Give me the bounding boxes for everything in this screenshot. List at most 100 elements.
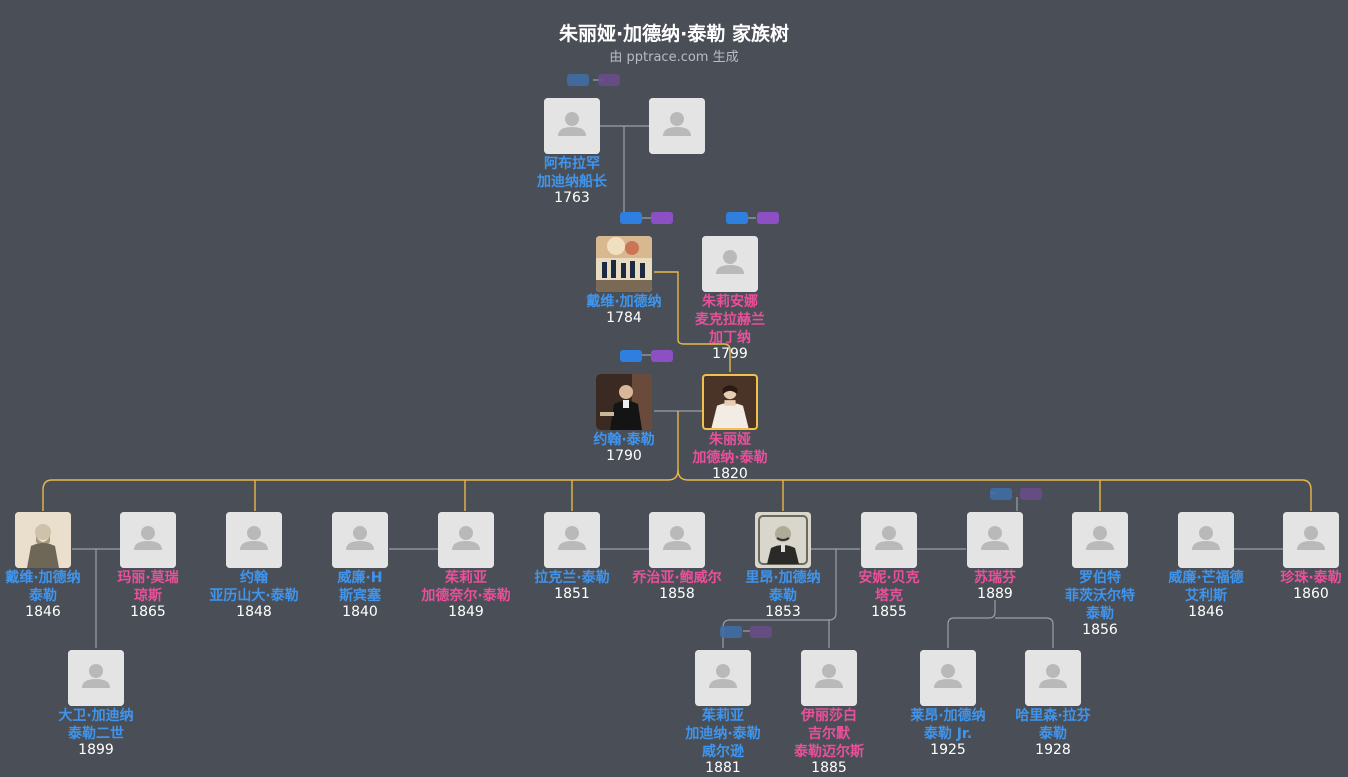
- person-name[interactable]: 茱莉亚: [445, 570, 487, 586]
- person-name[interactable]: 泰勒: [769, 588, 797, 604]
- person-name[interactable]: 约翰·泰勒: [593, 432, 655, 448]
- portrait-photo[interactable]: [15, 512, 71, 568]
- person-name[interactable]: 泰勒: [1039, 726, 1067, 742]
- expand-parents-button[interactable]: [1020, 488, 1042, 500]
- person-name[interactable]: 伊丽莎白: [801, 708, 857, 724]
- person-name[interactable]: 加丁纳: [709, 330, 751, 346]
- person-name[interactable]: 大卫·加迪纳: [58, 708, 134, 724]
- person-name[interactable]: 泰勒迈尔斯: [794, 744, 864, 760]
- person-card[interactable]: [617, 98, 737, 154]
- person-name[interactable]: 吉尔默: [808, 726, 850, 742]
- avatar-placeholder-icon[interactable]: [1283, 512, 1339, 568]
- person-name[interactable]: 泰勒: [1086, 606, 1114, 622]
- avatar-placeholder-icon[interactable]: [1072, 512, 1128, 568]
- person-name[interactable]: 珍珠·泰勒: [1280, 570, 1342, 586]
- person-name[interactable]: 莱昂·加德纳: [910, 708, 986, 724]
- person-name[interactable]: 麦克拉赫兰: [695, 312, 765, 328]
- person-name[interactable]: 拉克兰·泰勒: [534, 570, 610, 586]
- person-name[interactable]: 塔克: [875, 588, 903, 604]
- person-name[interactable]: 菲茨沃尔特: [1065, 588, 1135, 604]
- person-name[interactable]: 戴维·加德纳: [586, 294, 662, 310]
- expand-parents-button[interactable]: [726, 212, 748, 224]
- person-name[interactable]: 泰勒二世: [68, 726, 124, 742]
- person-name[interactable]: 朱丽娅: [709, 432, 751, 448]
- expand-parents-button[interactable]: [757, 212, 779, 224]
- avatar-placeholder-icon[interactable]: [120, 512, 176, 568]
- avatar-placeholder-icon[interactable]: [649, 512, 705, 568]
- avatar-placeholder-icon[interactable]: [649, 98, 705, 154]
- person-name[interactable]: 里昂·加德纳: [745, 570, 821, 586]
- avatar-placeholder-icon[interactable]: [438, 512, 494, 568]
- avatar-placeholder-icon[interactable]: [801, 650, 857, 706]
- person-name[interactable]: 加德纳·泰勒: [692, 450, 768, 466]
- person-name[interactable]: 威廉·H: [337, 570, 383, 586]
- person-name[interactable]: 威廉·芒福德: [1168, 570, 1244, 586]
- person-name[interactable]: 泰勒: [29, 588, 57, 604]
- expand-parents-button[interactable]: [651, 212, 673, 224]
- avatar-placeholder-icon[interactable]: [1178, 512, 1234, 568]
- person-name[interactable]: 加迪纳·泰勒: [685, 726, 761, 742]
- person-name[interactable]: 苏瑞芬: [974, 570, 1016, 586]
- person-name[interactable]: 斯宾塞: [339, 588, 381, 604]
- portrait-photo[interactable]: [596, 374, 652, 430]
- person-name[interactable]: 泰勒 Jr.: [923, 726, 973, 742]
- person-name[interactable]: 琼斯: [134, 588, 162, 604]
- portrait-photo[interactable]: [596, 236, 652, 292]
- person-card[interactable]: 莱昂·加德纳泰勒 Jr.1925: [888, 650, 1008, 759]
- person-name[interactable]: 茱莉亚: [702, 708, 744, 724]
- expand-parents-button[interactable]: [620, 350, 642, 362]
- avatar-placeholder-icon[interactable]: [332, 512, 388, 568]
- avatar-placeholder-icon[interactable]: [544, 512, 600, 568]
- expand-parents-button[interactable]: [620, 212, 642, 224]
- portrait-photo[interactable]: [702, 374, 758, 430]
- avatar-placeholder-icon[interactable]: [226, 512, 282, 568]
- expand-parents-button[interactable]: [567, 74, 589, 86]
- avatar-placeholder-icon[interactable]: [967, 512, 1023, 568]
- person-name[interactable]: 戴维·加德纳: [5, 570, 81, 586]
- avatar-placeholder-icon[interactable]: [695, 650, 751, 706]
- person-name[interactable]: 阿布拉罕: [544, 156, 600, 172]
- avatar-placeholder-icon[interactable]: [861, 512, 917, 568]
- person-name[interactable]: 乔治亚·鲍威尔: [632, 570, 722, 586]
- avatar-placeholder-icon[interactable]: [702, 236, 758, 292]
- expand-parents-button[interactable]: [990, 488, 1012, 500]
- expand-parents-button[interactable]: [720, 626, 742, 638]
- person-name[interactable]: 玛丽·莫瑞: [117, 570, 179, 586]
- portrait-photo[interactable]: [755, 512, 811, 568]
- person-name[interactable]: 罗伯特: [1079, 570, 1121, 586]
- avatar-placeholder-icon[interactable]: [920, 650, 976, 706]
- avatar-placeholder-icon[interactable]: [1025, 650, 1081, 706]
- person-name[interactable]: 亚历山大·泰勒: [209, 588, 299, 604]
- person-name[interactable]: 约翰: [240, 570, 268, 586]
- person-name[interactable]: 安妮·贝克: [858, 570, 920, 586]
- person-name[interactable]: 威尔逊: [702, 744, 744, 760]
- person-name[interactable]: 哈里森·拉芬: [1015, 708, 1091, 724]
- avatar-placeholder-icon[interactable]: [68, 650, 124, 706]
- person-name[interactable]: 加德奈尔·泰勒: [421, 588, 511, 604]
- person-name[interactable]: 加迪纳船长: [537, 174, 607, 190]
- person-name[interactable]: 朱莉安娜: [702, 294, 758, 310]
- expand-parents-button[interactable]: [598, 74, 620, 86]
- expand-parents-button[interactable]: [651, 350, 673, 362]
- expand-parents-button[interactable]: [750, 626, 772, 638]
